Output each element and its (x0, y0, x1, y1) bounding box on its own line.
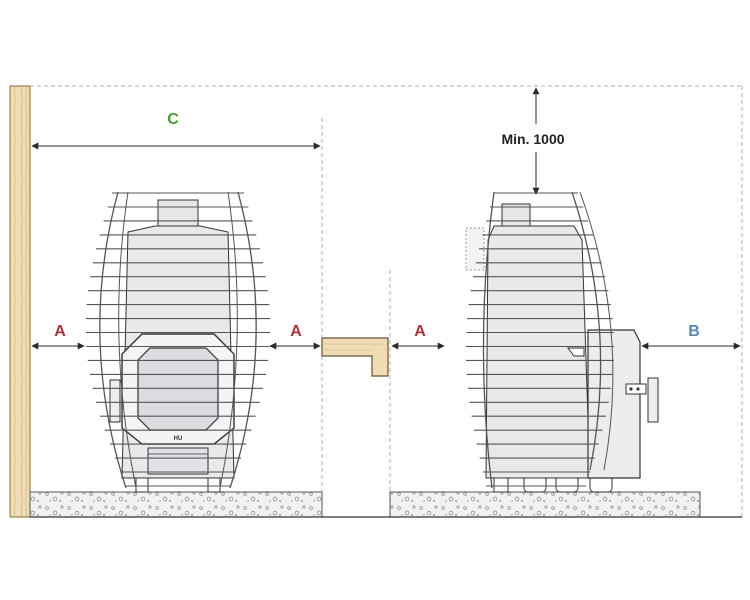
floor-right (389, 491, 701, 518)
label-a-right: A (414, 323, 426, 340)
heater-side-view (465, 191, 659, 493)
svg-text:HU: HU (174, 436, 183, 442)
label-a-middle: A (290, 323, 302, 340)
label-c: C (167, 111, 179, 128)
label-b: B (688, 323, 700, 340)
heater-front-view: HU (85, 191, 271, 493)
label-min-height: Min. 1000 (501, 131, 564, 147)
label-a-left: A (54, 323, 66, 340)
floor-left (29, 491, 323, 518)
bench-profile (321, 337, 389, 377)
wooden-wall (9, 85, 31, 518)
